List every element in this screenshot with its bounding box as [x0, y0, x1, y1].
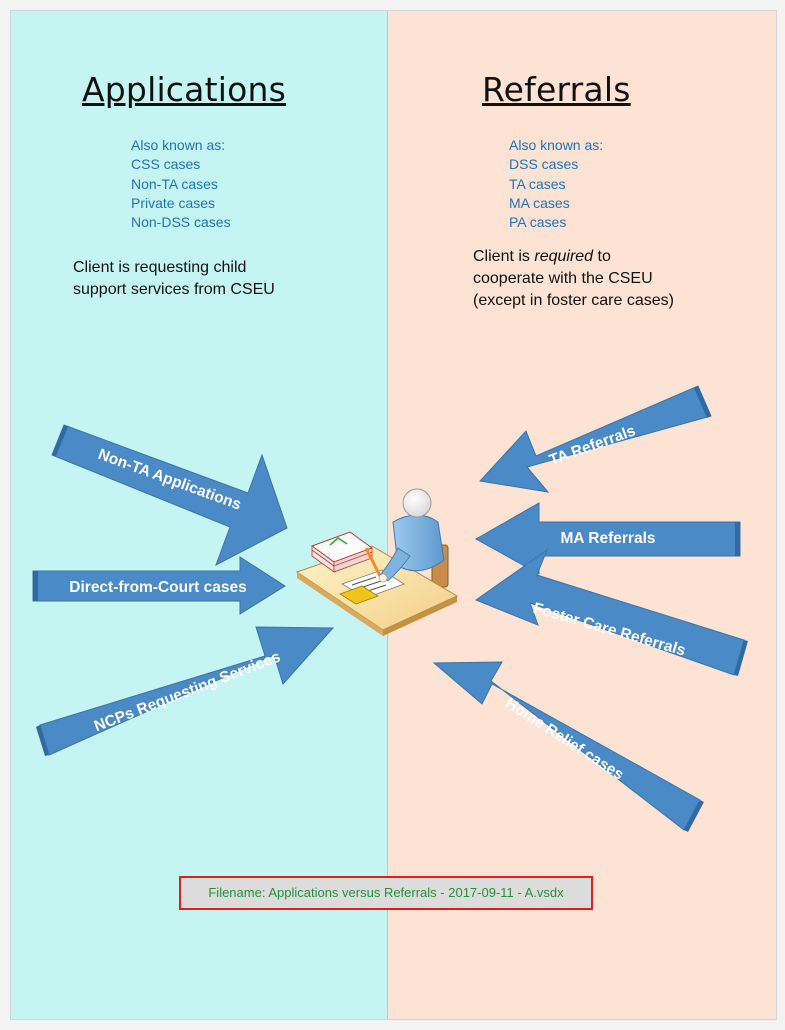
aka-item: PA cases: [509, 214, 567, 231]
applications-description: Client is requesting child support servi…: [73, 257, 275, 301]
aka-item: Private cases: [131, 194, 216, 211]
aka-item: Non-TA cases: [131, 175, 218, 192]
arrow-direct-from-court: Direct-from-Court cases: [32, 556, 286, 615]
aka-label: Also known as:: [131, 137, 226, 153]
description-line: Client is required to: [473, 248, 611, 265]
referrals-panel: [388, 11, 776, 1019]
arrow-ncps-requesting-services: NCPs Requesting Services: [36, 626, 335, 756]
aka-item: Non-DSS cases: [131, 214, 231, 231]
description-line: support services from CSEU: [73, 281, 275, 298]
required-emphasis: required: [534, 248, 594, 265]
clerk-at-desk-icon: [295, 488, 459, 636]
arrow-label: Home Relief cases: [502, 695, 626, 784]
filename-label: Filename: Applications versus Referrals …: [179, 876, 593, 910]
arrow-foster-care-referrals: Foster Care Referrals: [474, 548, 748, 676]
description-line: Client is requesting child: [73, 259, 247, 276]
arrow-ta-referrals: TA Referrals: [479, 385, 712, 493]
applications-aka-list: Also known as: CSS cases Non-TA cases Pr…: [131, 136, 231, 232]
aka-item: CSS cases: [131, 156, 201, 173]
description-line: (except in foster care cases): [473, 292, 674, 309]
arrow-label: NCPs Requesting Services: [92, 648, 283, 735]
arrow-non-ta-applications: Non-TA Applications: [51, 424, 288, 567]
referrals-description: Client is required to cooperate with the…: [473, 246, 674, 312]
description-line: cooperate with the CSEU: [473, 270, 653, 287]
aka-item: TA cases: [509, 175, 566, 192]
arrow-label: Direct-from-Court cases: [69, 579, 246, 596]
aka-item: MA cases: [509, 194, 570, 211]
aka-label: Also known as:: [509, 137, 604, 153]
referrals-heading: Referrals: [482, 70, 631, 109]
arrow-home-relief-cases: Home Relief cases: [432, 661, 704, 832]
drawing-page: [10, 10, 777, 1020]
referrals-aka-list: Also known as: DSS cases TA cases MA cas…: [509, 136, 603, 232]
applications-heading: Applications: [82, 70, 286, 109]
arrow-ma-referrals: MA Referrals: [474, 502, 741, 575]
aka-item: DSS cases: [509, 156, 579, 173]
arrow-label: MA Referrals: [560, 530, 655, 547]
